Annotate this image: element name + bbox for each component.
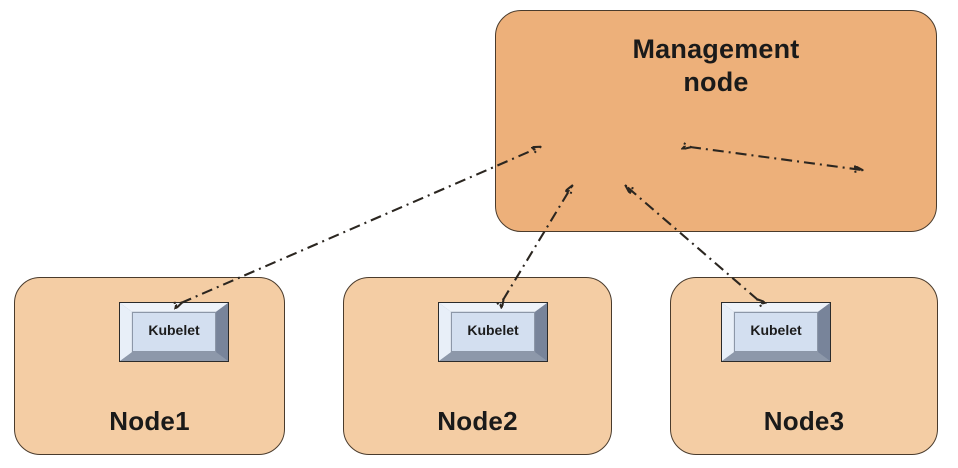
kubelet-1-bevel-left <box>120 303 132 361</box>
kubelet-3-bevel-top <box>722 303 830 312</box>
worker-node-1-container[interactable]: Kubelet Node1 <box>14 277 285 455</box>
worker-node-1-title: Node1 <box>109 406 190 436</box>
kubelet-2-bevel-bottom <box>439 352 547 361</box>
kubelet-3-bevel-right <box>818 303 830 361</box>
kubelet-3-bevel-bottom <box>722 352 830 361</box>
management-node-title-line1: Management <box>632 34 800 64</box>
kubelet-1-bevel-right <box>216 303 228 361</box>
worker-node-3-container[interactable]: Kubelet Node3 <box>670 277 938 455</box>
kubelet-2-bevel-right <box>535 303 547 361</box>
kubelet-2-component[interactable]: Kubelet <box>438 302 548 362</box>
management-node-title: Management node <box>496 33 936 99</box>
kubelet-1-bevel-bottom <box>120 352 228 361</box>
worker-node-2-title: Node2 <box>437 406 518 436</box>
kubelet-1-component[interactable]: Kubelet <box>119 302 229 362</box>
kubelet-1-label: Kubelet <box>148 322 200 338</box>
kubelet-3-component[interactable]: Kubelet <box>721 302 831 362</box>
kubelet-2-bevel-left <box>439 303 451 361</box>
worker-node-2-container[interactable]: Kubelet Node2 <box>343 277 612 455</box>
management-node-title-line2: node <box>683 67 749 97</box>
management-node-container[interactable]: Management node API server CA <box>495 10 937 232</box>
kubelet-2-label: Kubelet <box>467 322 519 338</box>
worker-node-3-title: Node3 <box>763 406 845 436</box>
kubelet-3-bevel-left <box>722 303 734 361</box>
kubelet-3-label: Kubelet <box>750 322 802 338</box>
kubelet-3-face <box>733 311 819 353</box>
